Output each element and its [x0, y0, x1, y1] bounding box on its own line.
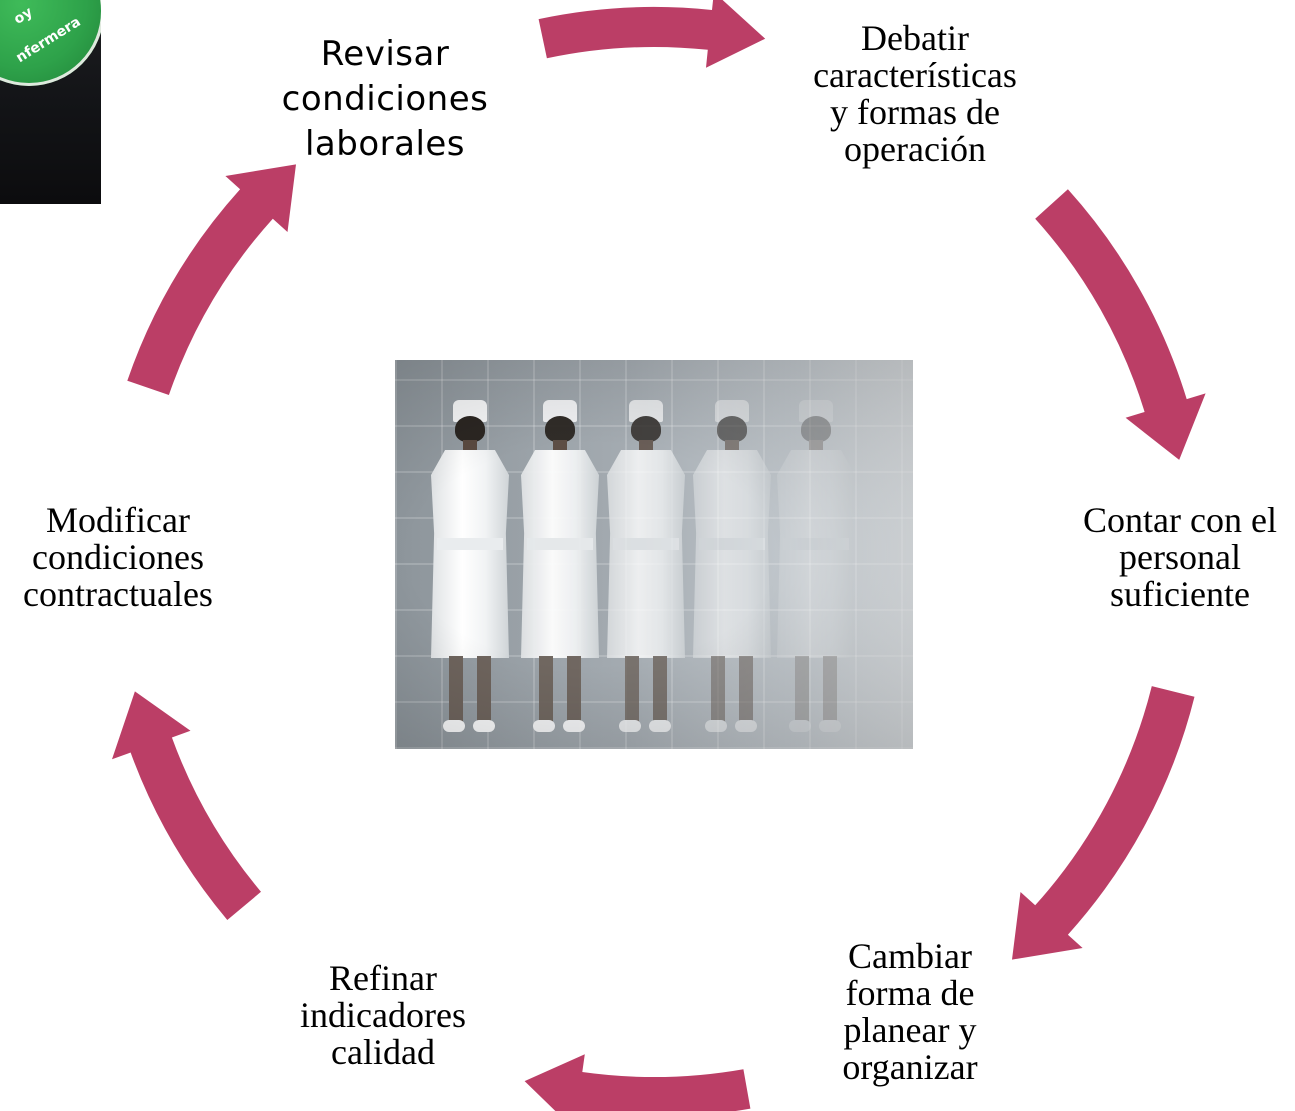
nurse-figure: [423, 380, 513, 740]
nurses-photo: [395, 360, 913, 749]
arrow-revisar-to-debatir: [538, 0, 766, 68]
nurse-figure: [513, 380, 603, 740]
arrow-modificar-to-revisar: [127, 164, 296, 395]
arrow-contar-to-cambiar: [1012, 686, 1195, 960]
cycle-node-cambiar: Cambiar forma de planear y organizar: [842, 936, 978, 1087]
nurse-figure: [599, 380, 689, 740]
cycle-node-revisar: Revisar condiciones laborales: [281, 34, 489, 164]
cycle-node-debatir: Debatir características y formas de oper…: [813, 18, 1017, 169]
cycle-node-modificar: Modificar condiciones contractuales: [23, 500, 213, 614]
arrow-refinar-to-modificar: [112, 691, 261, 920]
cycle-node-contar: Contar con el personal suficiente: [1083, 500, 1277, 614]
arrow-debatir-to-contar: [1035, 189, 1206, 460]
nurse-figure: [685, 380, 775, 740]
cycle-node-refinar: Refinar indicadores calidad: [300, 958, 466, 1072]
nurse-figure: [769, 380, 859, 740]
arrow-cambiar-to-refinar: [524, 1054, 751, 1111]
corner-badge-photo: oy nfermera: [0, 0, 101, 204]
